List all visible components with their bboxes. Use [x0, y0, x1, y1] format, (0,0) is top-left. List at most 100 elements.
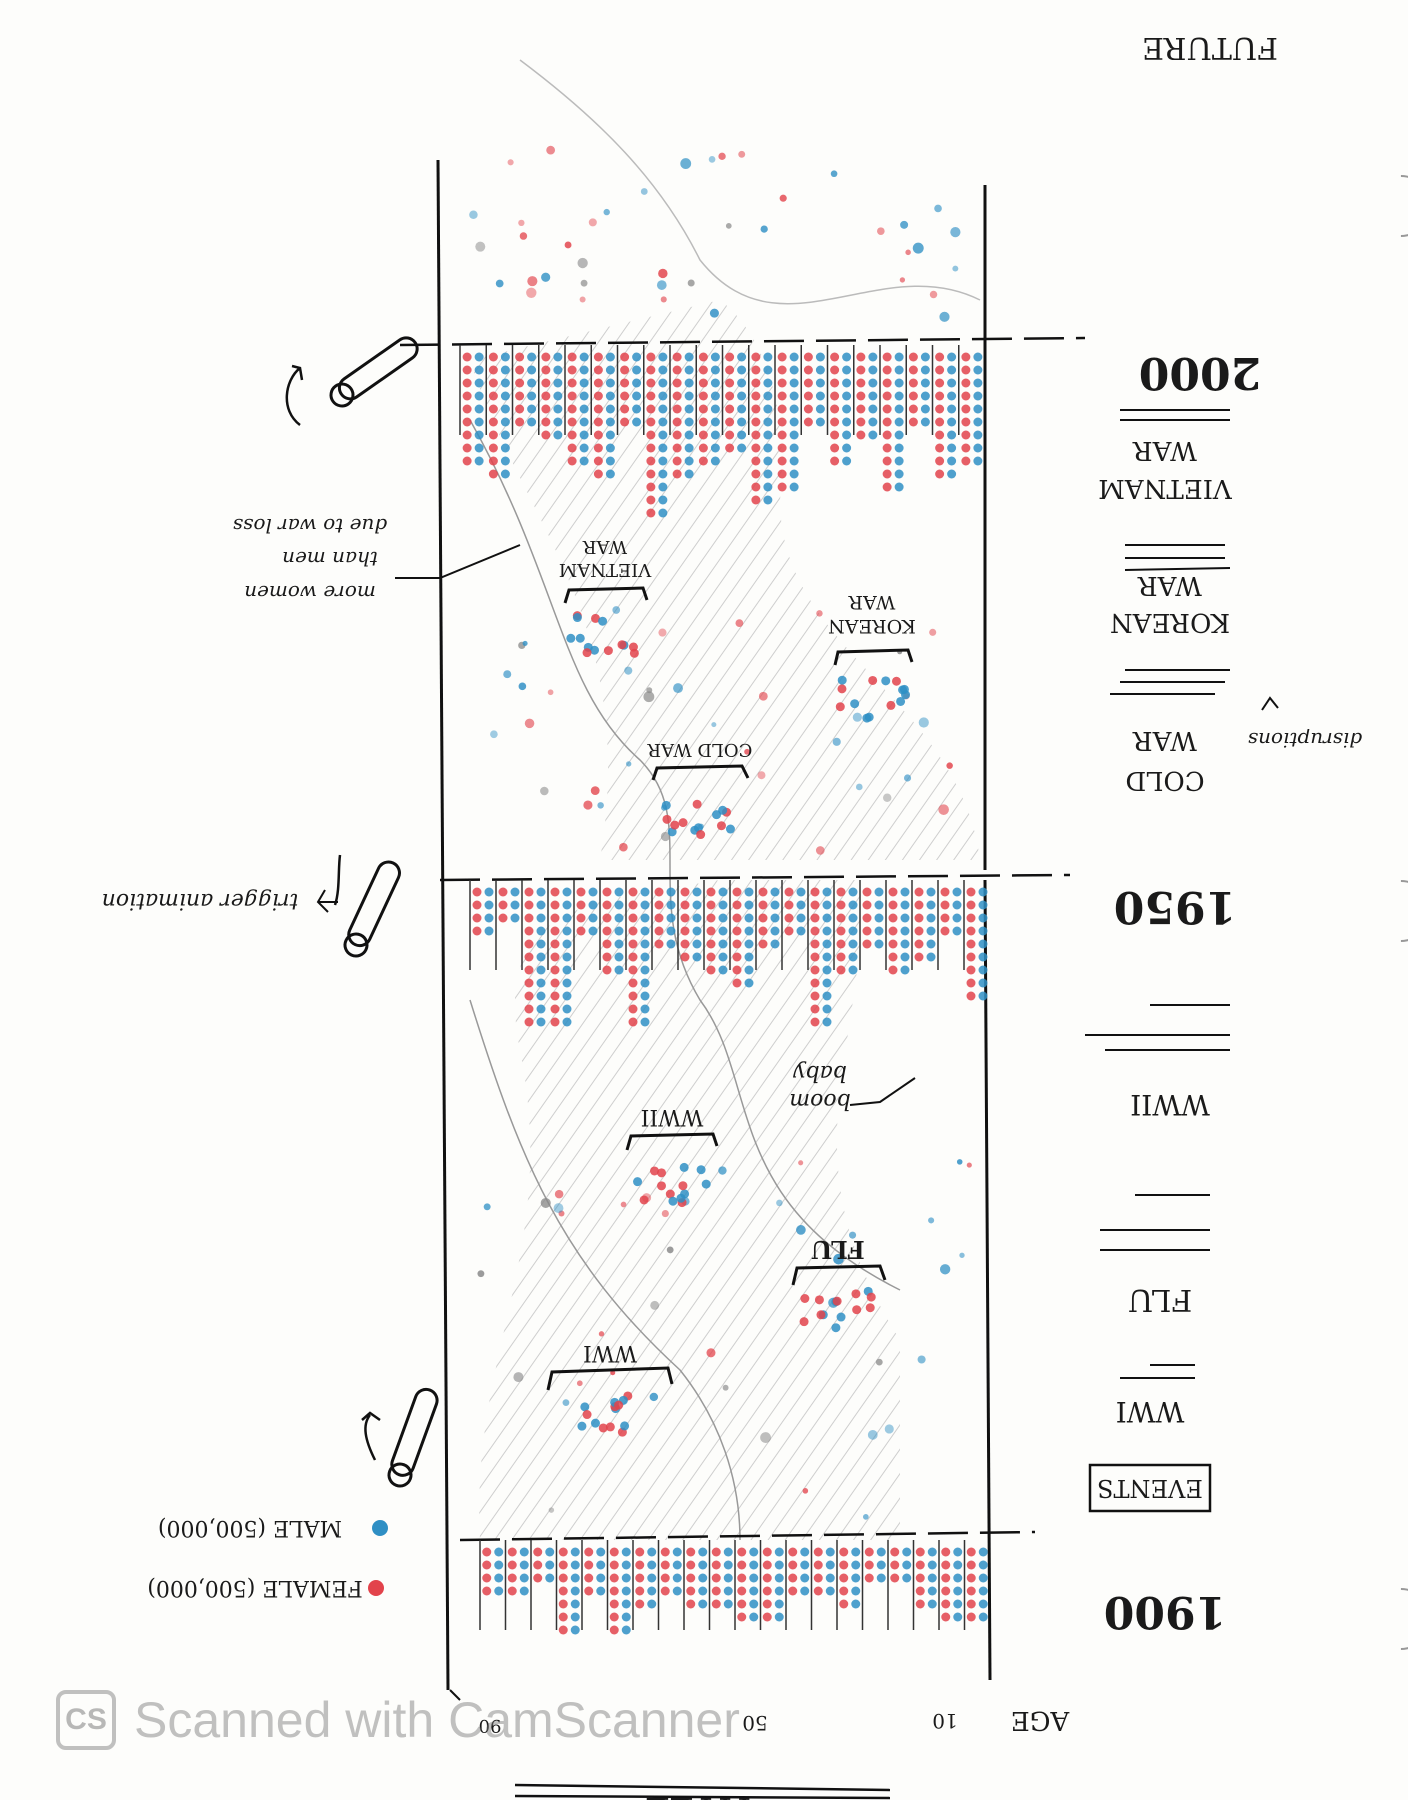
male-dot [744, 887, 754, 897]
female-dot [482, 1560, 492, 1570]
particle-dot [758, 691, 768, 701]
female-dot [830, 404, 840, 414]
male-dot [536, 952, 546, 962]
male-dot [876, 1573, 886, 1583]
female-dot [966, 1612, 976, 1622]
male-dot [658, 404, 668, 414]
male-dot [570, 1612, 580, 1622]
male-dot [710, 378, 720, 388]
female-dot [966, 939, 976, 949]
event-cluster-dot [866, 1292, 876, 1302]
female-dot [777, 404, 787, 414]
male-dot [718, 965, 728, 975]
label-boom: boom [789, 1088, 850, 1113]
particle-dot [553, 1203, 564, 1214]
male-dot [579, 417, 589, 427]
female-dot [737, 1599, 747, 1609]
male-dot [684, 430, 694, 440]
male-dot [647, 1573, 657, 1583]
male-dot [658, 469, 668, 479]
male-dot [723, 1573, 733, 1583]
male-dot [868, 404, 878, 414]
female-dot [680, 913, 690, 923]
female-dot [813, 1547, 823, 1557]
female-dot [680, 887, 690, 897]
particle-dot [526, 287, 537, 298]
male-dot [763, 456, 773, 466]
male-dot [842, 352, 852, 362]
particle-dot [541, 272, 551, 282]
female-dot [788, 1560, 798, 1570]
female-dot [830, 391, 840, 401]
female-dot [725, 365, 735, 375]
particle-dot [576, 1380, 583, 1387]
label-korean-cluster-2: WAR [848, 591, 895, 613]
event-cluster-dot [850, 699, 860, 709]
particle-dot [519, 232, 528, 240]
particle-dot [598, 1331, 605, 1337]
particle-dot [934, 204, 942, 213]
male-dot [952, 913, 962, 923]
male-dot [789, 482, 799, 492]
male-dot [672, 1560, 682, 1570]
female-dot [646, 417, 656, 427]
female-dot [558, 1560, 568, 1570]
male-dot [474, 404, 484, 414]
female-dot [941, 1612, 951, 1622]
particle-dot [711, 722, 717, 728]
female-dot [803, 417, 813, 427]
female-dot [628, 900, 638, 910]
female-dot [935, 430, 945, 440]
male-dot [718, 939, 728, 949]
male-dot [978, 965, 988, 975]
male-dot [744, 952, 754, 962]
male-dot [562, 1004, 572, 1014]
male-dot [947, 365, 957, 375]
female-dot [890, 1560, 900, 1570]
female-dot [515, 365, 525, 375]
event-cluster-dot [814, 1295, 824, 1305]
male-dot [621, 1625, 631, 1635]
female-dot [602, 939, 612, 949]
male-dot [723, 1599, 733, 1609]
female-dot [758, 913, 768, 923]
male-dot [953, 1586, 963, 1596]
particle-dot [950, 227, 961, 238]
event-baby-boom: baby boom [789, 1060, 916, 1113]
female-dot [524, 991, 534, 1001]
female-dot [751, 378, 761, 388]
male-dot [894, 469, 904, 479]
female-dot [558, 1612, 568, 1622]
female-dot [602, 965, 612, 975]
male-dot [900, 952, 910, 962]
male-dot [774, 1612, 784, 1622]
female-dot [961, 430, 971, 440]
male-dot [536, 939, 546, 949]
female-dot [961, 456, 971, 466]
male-dot [718, 913, 728, 923]
female-dot [567, 378, 577, 388]
male-dot [684, 443, 694, 453]
male-dot [851, 1586, 861, 1596]
male-dot [953, 1560, 963, 1570]
male-dot [500, 430, 510, 440]
timeline-korean-1: KOREAN [1110, 607, 1230, 637]
female-dot [732, 978, 742, 988]
female-dot [602, 952, 612, 962]
male-dot [510, 913, 520, 923]
male-dot [500, 417, 510, 427]
female-dot [711, 1599, 721, 1609]
label-cold-war-cluster: COLD WAR [647, 739, 752, 760]
male-dot [737, 365, 747, 375]
male-dot [710, 456, 720, 466]
male-dot [710, 352, 720, 362]
female-dot [672, 391, 682, 401]
event-vietnam-war: VIETNAM WAR [559, 536, 652, 604]
male-dot [796, 887, 806, 897]
male-dot [527, 404, 537, 414]
female-dot [788, 1547, 798, 1557]
male-dot [749, 1547, 759, 1557]
male-dot [978, 1599, 988, 1609]
female-dot [862, 939, 872, 949]
female-dot [541, 417, 551, 427]
